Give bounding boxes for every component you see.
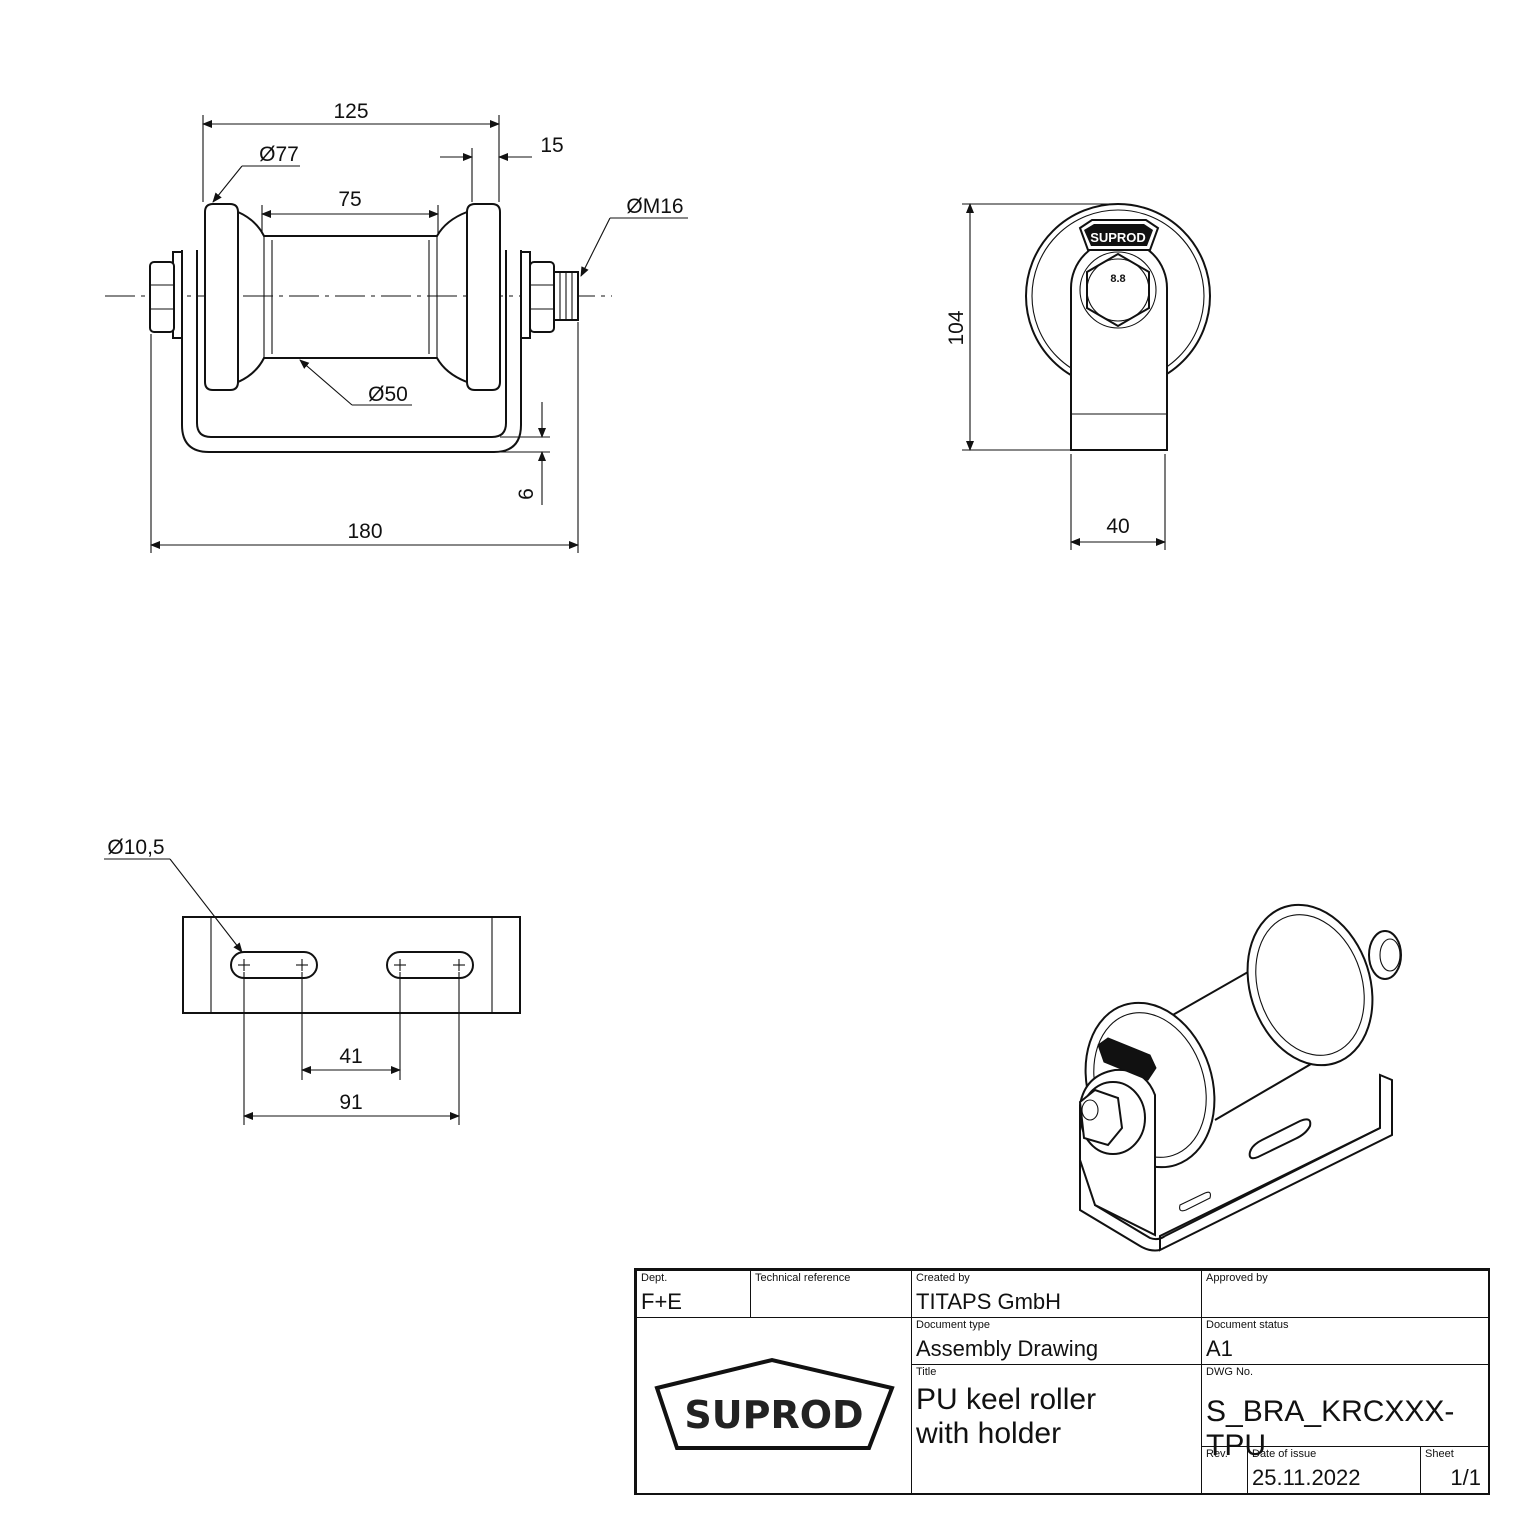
doc-status-value: A1 — [1206, 1336, 1233, 1361]
dim-75: 75 — [338, 188, 361, 211]
dim-d10-5: Ø10,5 — [107, 836, 164, 859]
dwg-no-cell: DWG No. S_BRA_KRCXXX-TPU — [1201, 1364, 1490, 1462]
dim-40: 40 — [1106, 515, 1129, 538]
front-view: 8.8 SUPROD 104 40 — [945, 203, 1211, 550]
title-cell: Title PU keel roller with holder — [911, 1364, 1202, 1495]
tech-ref-label: Technical reference — [755, 1272, 851, 1284]
isometric-view — [1078, 903, 1402, 1252]
approved-by-label: Approved by — [1206, 1272, 1268, 1284]
title-line-2: with holder — [916, 1417, 1062, 1450]
sheet-label: Sheet — [1425, 1448, 1454, 1460]
dim-m16: ØM16 — [626, 195, 683, 218]
dim-91: 91 — [339, 1091, 362, 1114]
title-label: Title — [916, 1366, 937, 1378]
rev-cell: Rev. — [1201, 1446, 1248, 1495]
title-block: Dept. F+E Technical reference Created by… — [634, 1268, 1490, 1495]
doc-type-cell: Document type Assembly Drawing — [911, 1317, 1202, 1365]
created-by-cell: Created by TITAPS GmbH — [911, 1270, 1202, 1318]
rev-label: Rev. — [1206, 1448, 1228, 1460]
dwg-no-label: DWG No. — [1206, 1366, 1254, 1378]
dim-6: 6 — [515, 488, 538, 500]
dept-value: F+E — [641, 1289, 682, 1314]
dwg-no-value: S_BRA_KRCXXX-TPU — [1206, 1395, 1455, 1462]
doc-type-value: Assembly Drawing — [916, 1336, 1099, 1361]
date-cell: Date of issue 25.11.2022 — [1247, 1446, 1421, 1495]
dim-d50: Ø50 — [368, 383, 408, 406]
side-view: 125 15 Ø77 75 ØM16 Ø50 6 180 — [105, 100, 688, 553]
doc-status-cell: Document status A1 — [1201, 1317, 1490, 1365]
title-line-1: PU keel roller — [916, 1383, 1097, 1416]
sheet-value: 1/1 — [1450, 1465, 1481, 1490]
tech-ref-cell: Technical reference — [750, 1270, 912, 1318]
dim-180: 180 — [347, 520, 382, 543]
dim-125: 125 — [333, 100, 368, 123]
logo-cell: SUPROD — [636, 1317, 912, 1495]
approved-by-cell: Approved by — [1201, 1270, 1490, 1318]
bottom-view: Ø10,5 41 91 — [104, 836, 521, 1125]
doc-status-label: Document status — [1206, 1319, 1289, 1331]
dept-label: Dept. — [641, 1272, 668, 1284]
suprod-logo: SUPROD — [654, 1357, 895, 1450]
logo-text: SUPROD — [684, 1393, 863, 1437]
sheet-cell: Sheet 1/1 — [1420, 1446, 1490, 1495]
dim-104: 104 — [945, 310, 968, 345]
date-value: 25.11.2022 — [1252, 1465, 1361, 1490]
bolt-mark: 8.8 — [1110, 273, 1125, 285]
date-label: Date of issue — [1252, 1448, 1317, 1460]
doc-type-label: Document type — [916, 1319, 990, 1331]
dim-41: 41 — [339, 1045, 362, 1068]
dim-d77: Ø77 — [259, 143, 299, 166]
front-logo: SUPROD — [1090, 230, 1146, 245]
dim-15: 15 — [540, 134, 563, 157]
dept-cell: Dept. F+E — [636, 1270, 751, 1318]
created-by-label: Created by — [916, 1272, 970, 1284]
created-by-value: TITAPS GmbH — [916, 1289, 1062, 1314]
